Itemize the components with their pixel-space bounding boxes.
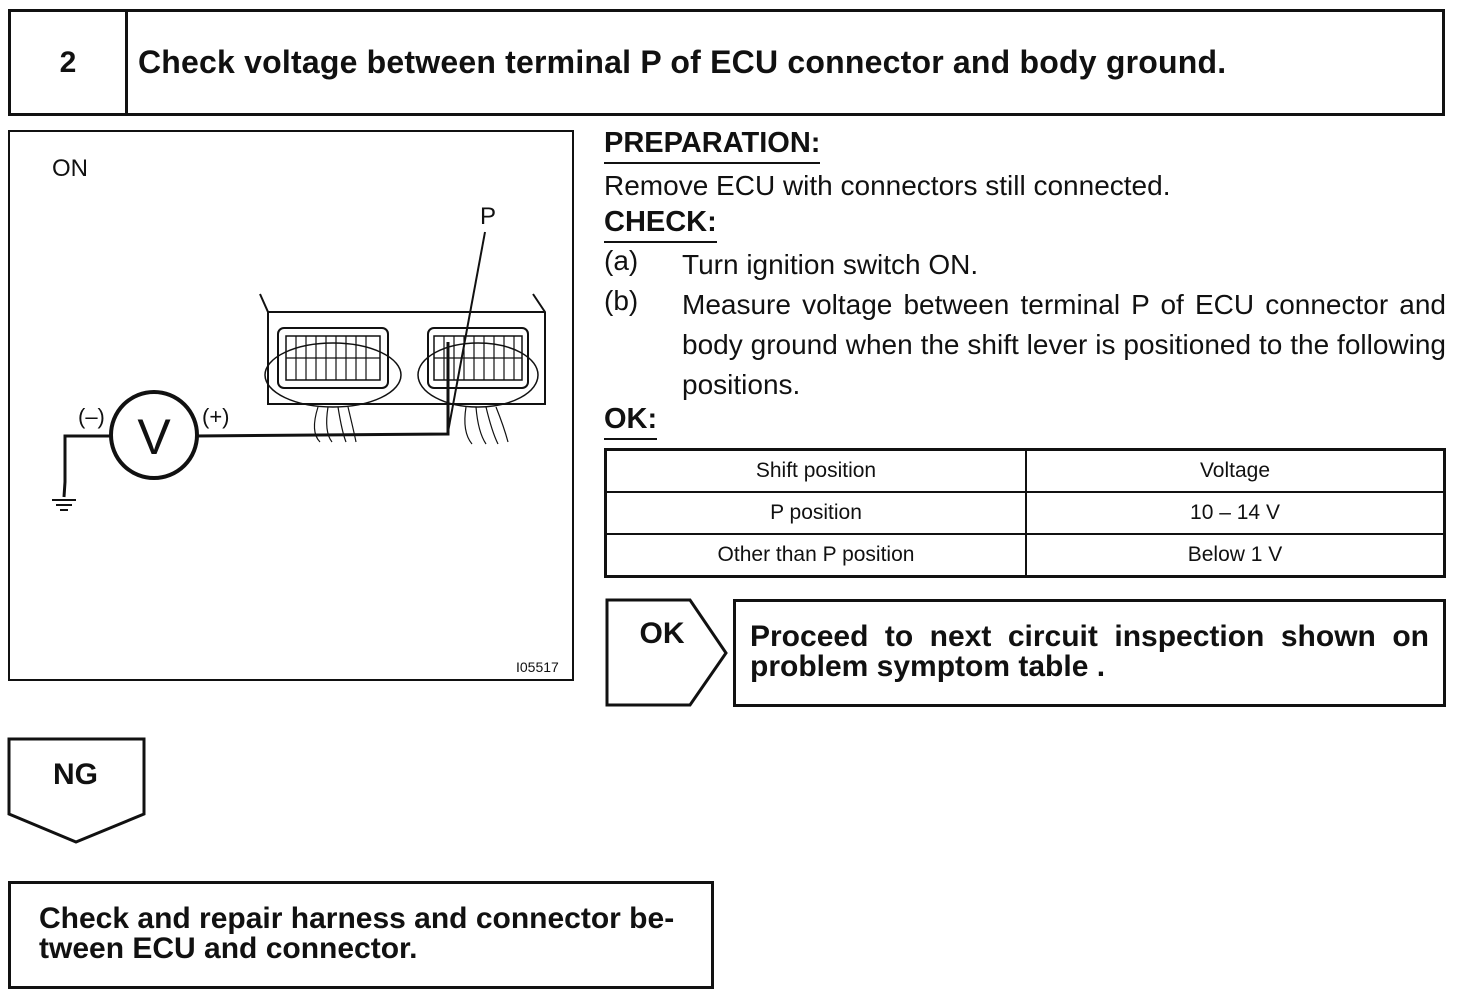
- check-step-b-label: (b): [604, 285, 639, 316]
- step-header: 2 Check voltage between terminal P of EC…: [8, 9, 1445, 116]
- voltmeter-icon: V: [109, 390, 199, 480]
- step-number: 2: [11, 12, 128, 113]
- step-title: Check voltage between terminal P of ECU …: [138, 44, 1227, 80]
- ng-result: Check and repair harness and connector b…: [8, 881, 714, 989]
- ok-branch-label: OK: [639, 617, 685, 650]
- table-cell-shift: P position: [604, 491, 1027, 535]
- ground-icon: [52, 499, 76, 511]
- probe-wiring: [62, 231, 486, 498]
- check-step-b-text: Measure voltage between terminal P of EC…: [682, 289, 1446, 400]
- table-row: P position 10 – 14 V: [604, 491, 1446, 535]
- ng-arrow-icon: [7, 737, 146, 844]
- ecu-body: [259, 293, 546, 445]
- voltmeter-symbol: V: [137, 409, 171, 465]
- table-cell-shift: Other than P position: [604, 533, 1027, 578]
- table-header-shift: Shift position: [604, 448, 1027, 493]
- table-header-row: Shift position Voltage: [604, 448, 1446, 493]
- figure-id: I05517: [516, 659, 559, 675]
- preparation-text: Remove ECU with connectors still connect…: [604, 170, 1171, 201]
- ng-branch-label: NG: [53, 758, 98, 791]
- negative-lead-label: (–): [78, 404, 105, 429]
- ecu-connector-left: [277, 327, 389, 389]
- voltage-spec-table: Shift position Voltage P position 10 – 1…: [604, 448, 1446, 578]
- switch-label: ON: [52, 155, 88, 182]
- table-cell-voltage: Below 1 V: [1025, 533, 1446, 578]
- table-row: Other than P position Below 1 V: [604, 533, 1446, 578]
- table-cell-voltage: 10 – 14 V: [1025, 491, 1446, 535]
- table-header-voltage: Voltage: [1025, 448, 1446, 493]
- ecu-voltage-diagram: ON P: [52, 155, 559, 675]
- ok-result: Proceed to next circuit inspection shown…: [733, 599, 1446, 707]
- check-heading: CHECK:: [604, 206, 717, 243]
- check-step-a-label: (a): [604, 245, 639, 276]
- positive-lead-label: (+): [202, 404, 230, 429]
- check-step-a-text: Turn ignition switch ON.: [682, 249, 979, 280]
- ok-arrow-icon: [605, 598, 728, 707]
- preparation-heading: PREPARATION:: [604, 127, 821, 164]
- ok-heading: OK:: [604, 403, 658, 440]
- wiring-figure: ON P: [8, 130, 574, 681]
- terminal-p-label: P: [480, 203, 496, 230]
